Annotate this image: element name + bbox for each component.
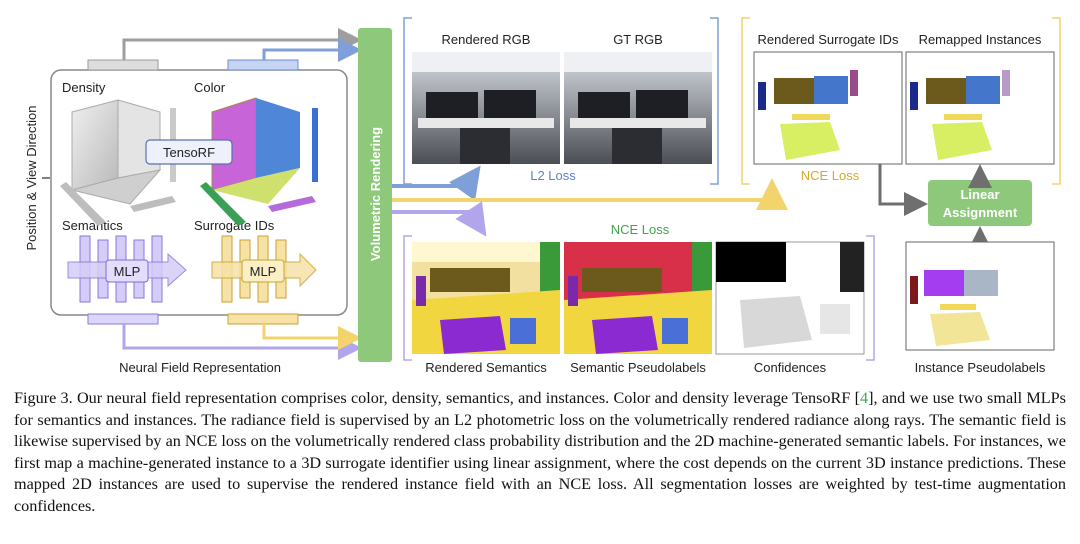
figure-caption: Figure 3. Our neural field representatio… bbox=[14, 388, 1066, 517]
semantics-arrow bbox=[122, 324, 362, 360]
surrogate-output-tab bbox=[227, 313, 299, 325]
semantics-label: Semantics bbox=[62, 218, 123, 233]
neural-field-title: Neural Field Representation bbox=[119, 360, 281, 375]
caption-text-2: ], and we use two small MLPs for semanti… bbox=[14, 389, 1066, 515]
instance-nce-loss-label: NCE Loss bbox=[801, 168, 860, 183]
semantics-output-tab bbox=[87, 313, 159, 325]
semantic-nce-loss-label: NCE Loss bbox=[611, 222, 670, 237]
tensorf-label-box bbox=[145, 139, 233, 165]
semantic-pseudolabels-image bbox=[564, 242, 712, 354]
color-tensor-icon bbox=[200, 97, 318, 226]
rgb-output-arrow bbox=[392, 165, 481, 201]
rendered-rgb-image bbox=[412, 52, 560, 164]
tensorf-label: TensoRF bbox=[163, 145, 215, 160]
instance-panel: Rendered Surrogate IDs Remapped Instance… bbox=[741, 17, 1061, 185]
semantic-output-arrow bbox=[392, 201, 487, 237]
surrogate-arrow bbox=[262, 324, 362, 350]
l2-loss-label: L2 Loss bbox=[530, 168, 576, 183]
rendered-semantics-label: Rendered Semantics bbox=[425, 360, 547, 375]
semantic-pseudolabels-label: Semantic Pseudolabels bbox=[570, 360, 706, 375]
confidences-image bbox=[715, 241, 865, 355]
linear-assignment-label-1: Linear bbox=[960, 187, 999, 202]
rendered-rgb-label: Rendered RGB bbox=[442, 32, 531, 47]
volumetric-rendering-label: Volumetric Rendering bbox=[368, 127, 383, 261]
linear-assignment-box bbox=[928, 180, 1032, 226]
gt-rgb-label: GT RGB bbox=[613, 32, 663, 47]
confidences-label: Confidences bbox=[754, 360, 827, 375]
volumetric-rendering-bar bbox=[358, 28, 392, 362]
rendered-surrogate-ids-image bbox=[753, 51, 903, 165]
pipeline-diagram: Position & View Direction Density Color … bbox=[24, 17, 1061, 375]
semantic-panel: NCE Loss Rendered Semantic bbox=[403, 222, 875, 375]
rendered-semantics-image bbox=[412, 242, 560, 354]
instance-output-arrow bbox=[392, 178, 788, 210]
svg-text:MLP: MLP bbox=[114, 264, 141, 279]
surrogate-ids-label: Surrogate IDs bbox=[194, 218, 275, 233]
color-output-tab bbox=[227, 59, 299, 71]
surrogate-to-assignment-arrow bbox=[878, 164, 928, 216]
surrogate-mlp-icon: MLP bbox=[211, 235, 317, 303]
density-output-tab bbox=[87, 59, 159, 71]
density-arrow bbox=[122, 28, 362, 60]
color-label: Color bbox=[194, 80, 226, 95]
remapped-instances-label: Remapped Instances bbox=[919, 32, 1042, 47]
instance-pseudolabels-image bbox=[905, 241, 1055, 351]
instance-pseudolabels-label: Instance Pseudolabels bbox=[915, 360, 1046, 375]
rgb-panel: Rendered RGB GT RGB L2 Loss bbox=[403, 17, 719, 185]
input-label: Position & View Direction bbox=[24, 106, 39, 251]
rendered-surrogate-ids-label: Rendered Surrogate IDs bbox=[758, 32, 899, 47]
linear-assignment-label-2: Assignment bbox=[943, 205, 1018, 220]
gt-rgb-image bbox=[564, 52, 712, 164]
caption-text-1: Figure 3. Our neural field representatio… bbox=[14, 389, 860, 407]
caption-citation-link[interactable]: 4 bbox=[860, 389, 869, 407]
color-arrow bbox=[262, 38, 362, 62]
remapped-instances-image bbox=[905, 51, 1055, 165]
svg-text:MLP: MLP bbox=[250, 264, 277, 279]
density-label: Density bbox=[62, 80, 106, 95]
semantics-mlp-icon: MLP bbox=[67, 235, 187, 303]
